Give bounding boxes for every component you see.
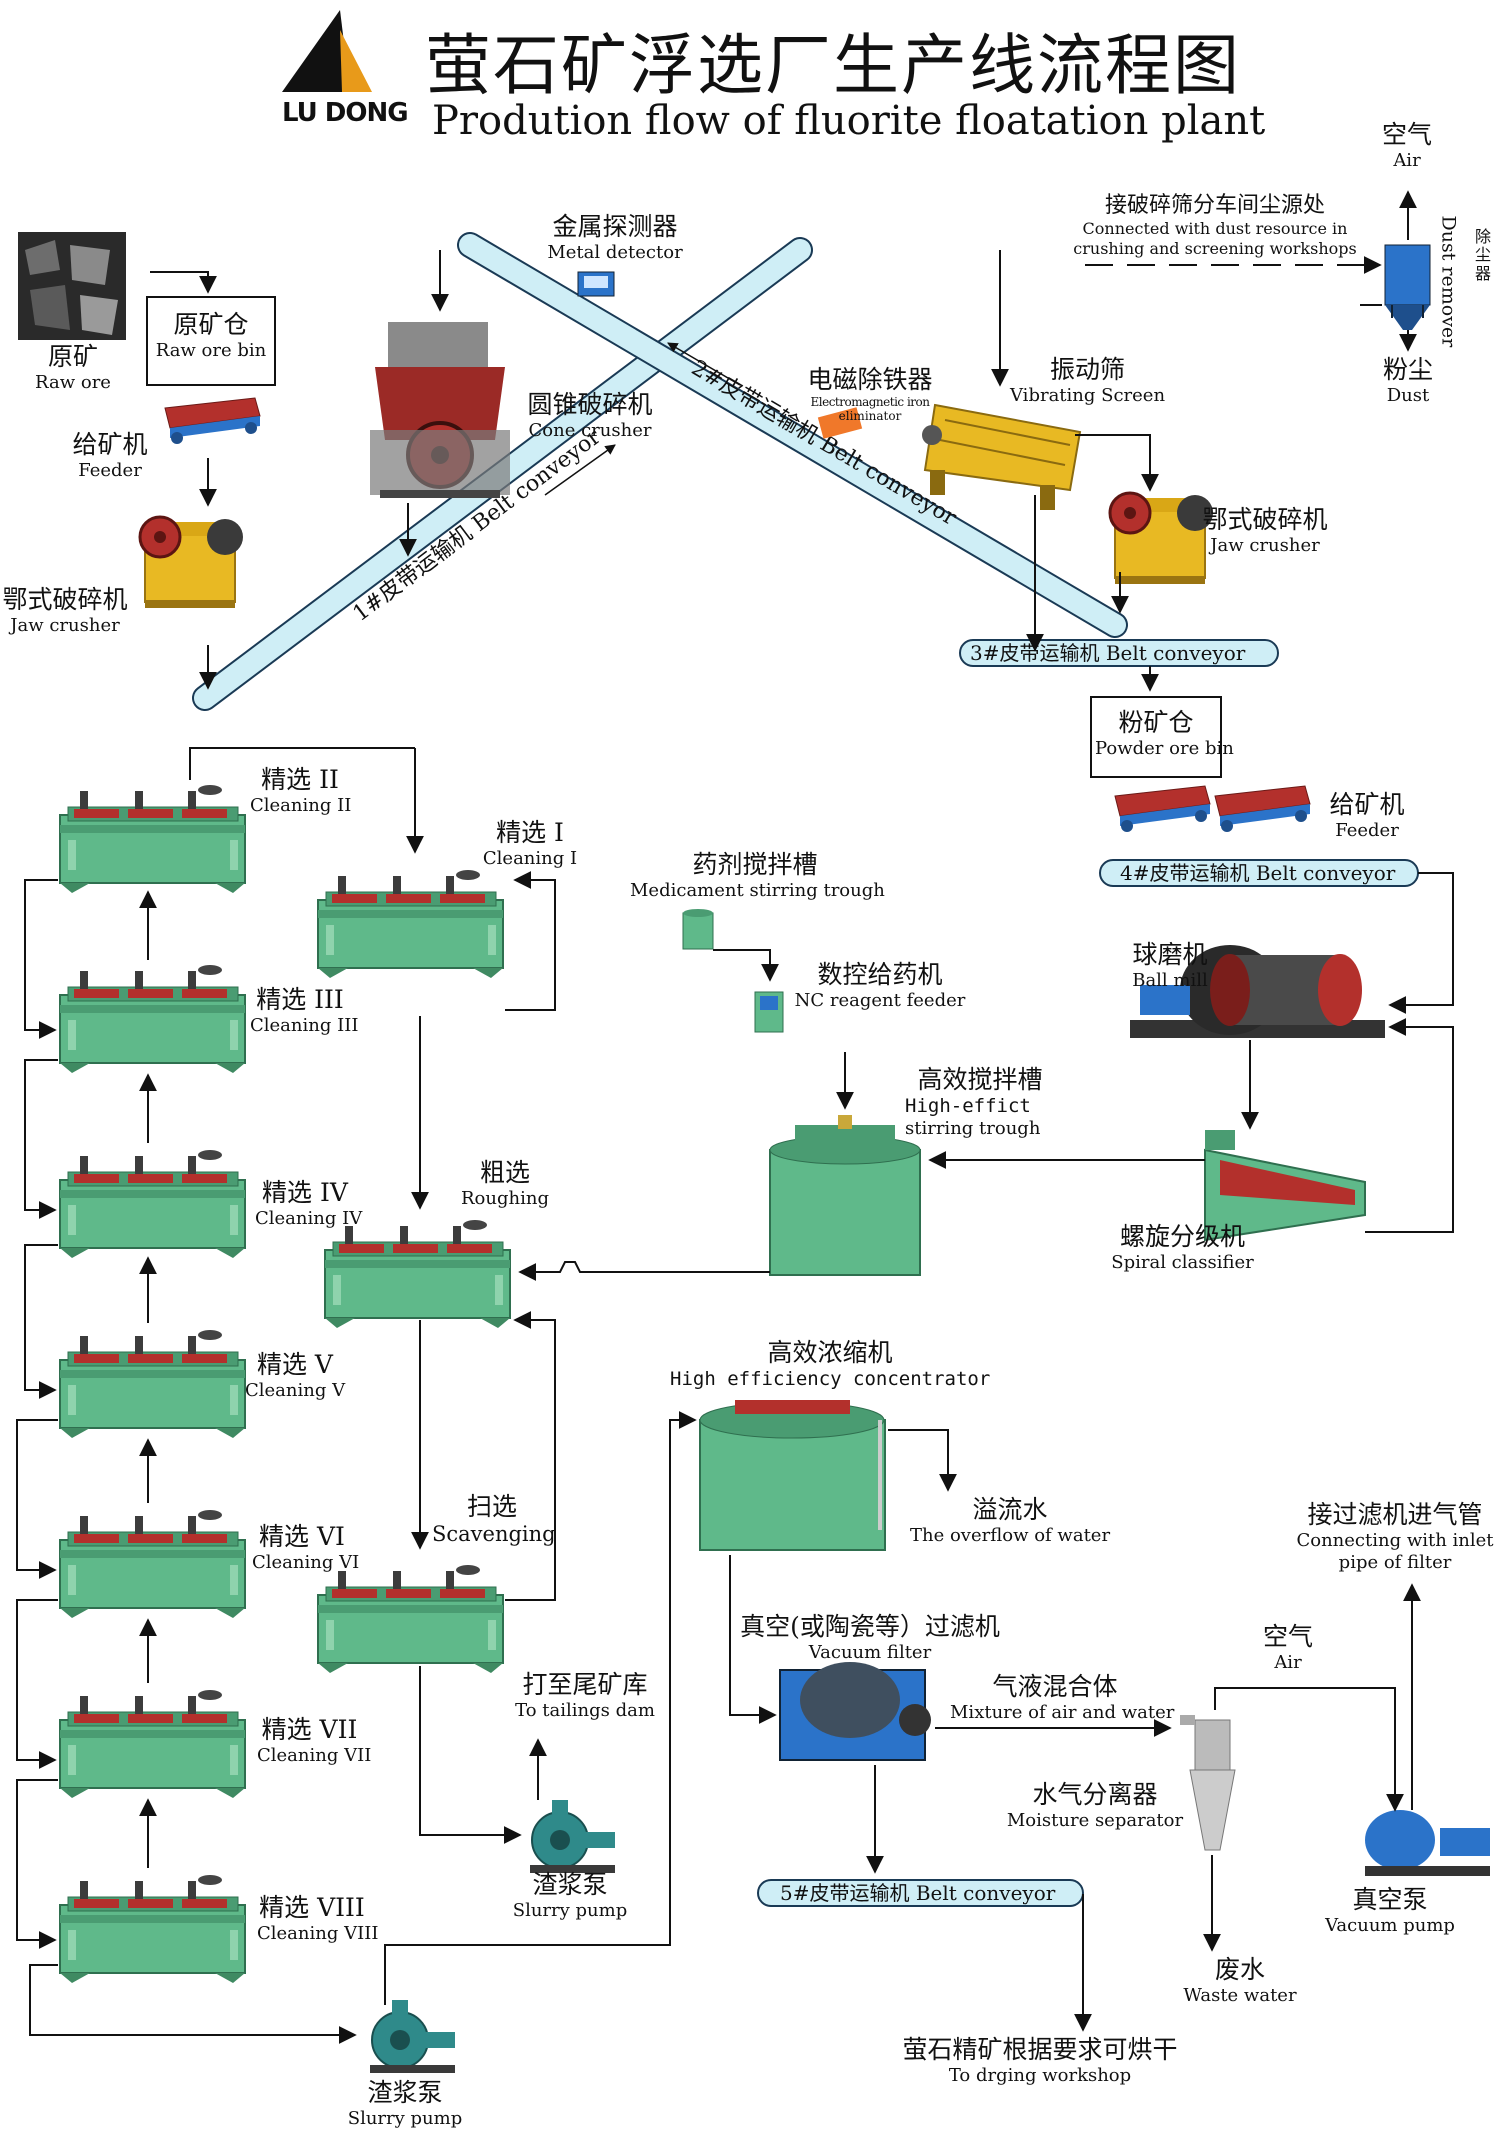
ball-mill-image xyxy=(1130,945,1385,1038)
scavenging-cell xyxy=(317,1564,504,1674)
vacuum-pump-image xyxy=(1365,1810,1490,1876)
ludong-logo xyxy=(282,10,372,92)
cleaning-4-cell xyxy=(59,1149,246,1259)
high-effic-trough-label: 高效搅拌槽 High-effict stirring trough xyxy=(905,1065,1043,1139)
spiral-classifier-image xyxy=(1204,1130,1366,1242)
roughing-cell xyxy=(324,1219,511,1329)
powder-ore-bin-box xyxy=(1090,696,1222,778)
slurry-pump-2-image xyxy=(369,1999,456,2074)
nc-feeder-image xyxy=(754,991,784,1033)
cleaning-6-cell xyxy=(59,1509,246,1619)
belt-conveyor-4: 4#皮带运输机 Belt conveyor xyxy=(1099,859,1419,887)
cone-crusher-image xyxy=(370,322,510,498)
dust-remover-cn-label: 除尘器 xyxy=(1474,227,1491,283)
title-english: Prodution flow of fluorite floatation pl… xyxy=(432,98,1266,144)
cleaning-7-cell xyxy=(59,1689,246,1799)
jaw-crusher-1-image xyxy=(138,515,245,610)
concentrator-image xyxy=(699,1400,886,1551)
cleaning-1-cell xyxy=(317,869,504,979)
cleaning-3-cell xyxy=(59,964,246,1074)
belt-conveyor-5: 5#皮带运输机 Belt conveyor xyxy=(757,1879,1084,1907)
medicament-trough-image xyxy=(682,909,714,950)
dust-remover-en-label: Dust remover xyxy=(1437,215,1460,348)
raw-ore-bin-box xyxy=(146,296,276,386)
em-iron-eliminator-label: 电磁除铁器 Electromagnetic iron eliminator xyxy=(807,365,933,424)
vibrating-screen-image xyxy=(922,403,1082,510)
moisture-separator-image xyxy=(1180,1715,1236,1851)
dust-remover-image xyxy=(1384,244,1431,330)
cleaning-5-cell xyxy=(59,1329,246,1439)
filter-inlet-label: 接过滤机进气管 Connecting with inlet pipe of fi… xyxy=(1296,1500,1494,1573)
belt-4-label: 4#皮带运输机 Belt conveyor xyxy=(1120,861,1396,885)
cleaning-8-cell xyxy=(59,1874,246,1984)
high-effic-trough-image xyxy=(769,1115,921,1276)
brand-logo-text: LU DONG xyxy=(282,98,409,128)
feeder-2b-image xyxy=(1214,785,1311,833)
dust-source-label: 接破碎筛分车间尘源处 Connected with dust resource … xyxy=(1073,193,1357,258)
cleaning-2-cell xyxy=(59,784,246,894)
metal-detector-image xyxy=(577,271,615,297)
belt-conveyor-3: 3#皮带运输机 Belt conveyor xyxy=(959,639,1279,667)
raw-ore-image xyxy=(18,232,126,340)
belt-5-label: 5#皮带运输机 Belt conveyor xyxy=(780,1881,1056,1905)
feeder-2a-image xyxy=(1114,785,1211,833)
vacuum-filter-image xyxy=(779,1662,931,1761)
flow-arrows xyxy=(16,190,1454,2044)
title-chinese: 萤石矿浮选厂生产线流程图 xyxy=(425,27,1241,104)
em-iron-eliminator-image xyxy=(817,407,863,439)
slurry-pump-1-image xyxy=(529,1799,616,1874)
belt-3-label: 3#皮带运输机 Belt conveyor xyxy=(970,641,1246,665)
feeder-1-image xyxy=(164,397,261,445)
